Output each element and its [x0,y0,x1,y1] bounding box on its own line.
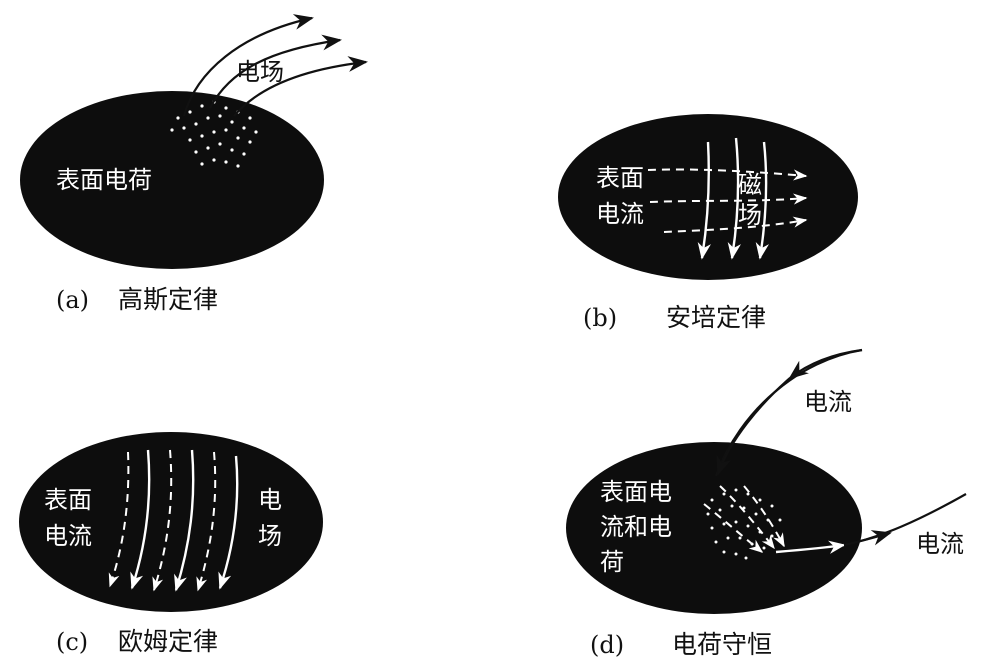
inner-flow-d1 [719,485,775,550]
panel-c: 表面 电流 电 场 (c) 欧姆定律 [19,432,323,656]
field-line-b3 [663,216,808,233]
surface-label-b-line1: 表面 [596,164,644,192]
caption-text-b: 安培定律 [666,303,766,332]
body-ellipse-c [19,432,323,612]
panel-d: 电流 电流 表面电 流和电 荷 (d) 电荷守恒 [566,348,967,659]
field-label-b-line2: 场 [738,201,762,229]
current-in-label-d: 电流 [804,388,852,416]
current-line-c4 [174,449,195,592]
surface-label-b-line2: 电流 [596,200,644,228]
inner-flow-d3 [743,485,785,548]
field-label-c-line2: 场 [258,522,282,550]
field-label-b-line1: 磁 [738,171,762,199]
current-out-arrowhead-d [843,530,892,547]
caption-text-d: 电荷守恒 [672,630,772,659]
surface-label-c-line2: 电流 [44,522,92,550]
current-out-label-d: 电流 [916,530,964,558]
caption-letter-c: (c) [56,628,88,656]
caption-letter-a: (a) [56,286,89,314]
current-line-c6 [218,455,239,590]
current-line-c5 [196,451,217,592]
surface-label-a: 表面电荷 [56,166,152,194]
surface-charge-dots-d [706,488,782,560]
field-label-c-line1: 电 [258,486,282,514]
surface-label-d-line1: 表面电 [600,478,672,506]
field-line-b1 [647,168,808,181]
surface-label-d-line2: 流和电 [600,513,672,541]
panel-a: 电场 表面电荷 (a) 高斯定律 [20,14,368,314]
current-line-c1 [108,451,130,588]
caption-text-a: 高斯定律 [118,285,218,314]
current-line-b2 [727,137,741,260]
current-line-c2 [130,449,151,590]
body-ellipse-a [20,91,324,269]
field-line-a3 [233,56,368,117]
caption-letter-b: (b) [583,304,617,332]
surface-label-c-line1: 表面 [44,486,92,514]
current-out-line-d-inner [775,540,846,554]
field-line-a1 [182,14,314,117]
field-label-a: 电场 [236,58,284,86]
current-line-c3 [152,449,173,592]
caption-text-c: 欧姆定律 [118,627,218,656]
current-in-arrowhead-d2 [716,377,791,476]
current-in-arrowhead-d1 [788,348,863,380]
field-line-b2 [649,193,808,205]
field-line-a2 [209,34,342,109]
inner-flow-d2 [703,503,764,553]
panel-b: 表面 电流 磁 场 (b) 安培定律 [558,114,858,332]
surface-label-d-line3: 荷 [600,548,624,576]
body-ellipse-d [566,442,862,614]
caption-letter-d: (d) [590,631,624,659]
